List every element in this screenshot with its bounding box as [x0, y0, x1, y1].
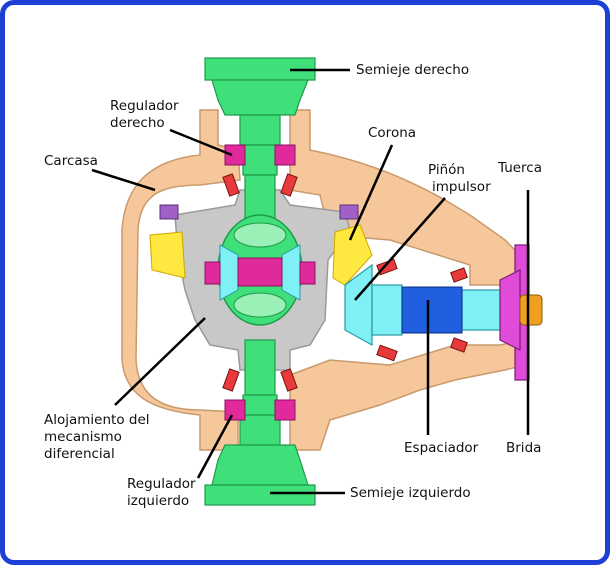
right-regulator-2 [274, 144, 296, 166]
spider-gear-bottom [233, 292, 287, 318]
spacer [401, 286, 463, 334]
label-alojamiento-2: mecanismo [44, 429, 122, 445]
label-corona: Corona [368, 125, 417, 141]
left-regulator-2 [274, 399, 296, 421]
spider-gear-top [233, 222, 287, 248]
label-regulador-izquierdo-1: Regulador [127, 476, 196, 492]
label-regulador-derecho-2: derecho [110, 115, 165, 131]
label-pinon-2: impulsor [432, 179, 491, 195]
label-semieje-derecho: Semieje derecho [356, 62, 470, 78]
bolt-right [339, 204, 359, 220]
label-pinon-1: Piñón [428, 162, 465, 178]
label-brida: Brida [506, 440, 542, 456]
pin-right [299, 261, 316, 285]
label-alojamiento-3: diferencial [44, 446, 115, 462]
ring-gear-left [149, 231, 186, 279]
side-gear-right [281, 244, 301, 301]
label-tuerca: Tuerca [498, 160, 543, 176]
right-regulator [224, 144, 246, 166]
label-regulador-derecho-1: Regulador [110, 98, 179, 114]
cross-pin [237, 257, 283, 287]
label-alojamiento-1: Alojamiento del [44, 412, 150, 428]
label-carcasa: Carcasa [44, 153, 98, 169]
label-espaciador: Espaciador [404, 440, 479, 456]
left-regulator [224, 399, 246, 421]
label-semieje-izquierdo: Semieje izquierdo [350, 485, 471, 501]
bolt-left [159, 204, 179, 220]
pin-left [204, 261, 221, 285]
label-regulador-izquierdo-2: izquierdo [127, 493, 190, 509]
leader-lines [91, 68, 530, 495]
side-gear-left [219, 244, 239, 301]
nut [519, 294, 543, 326]
